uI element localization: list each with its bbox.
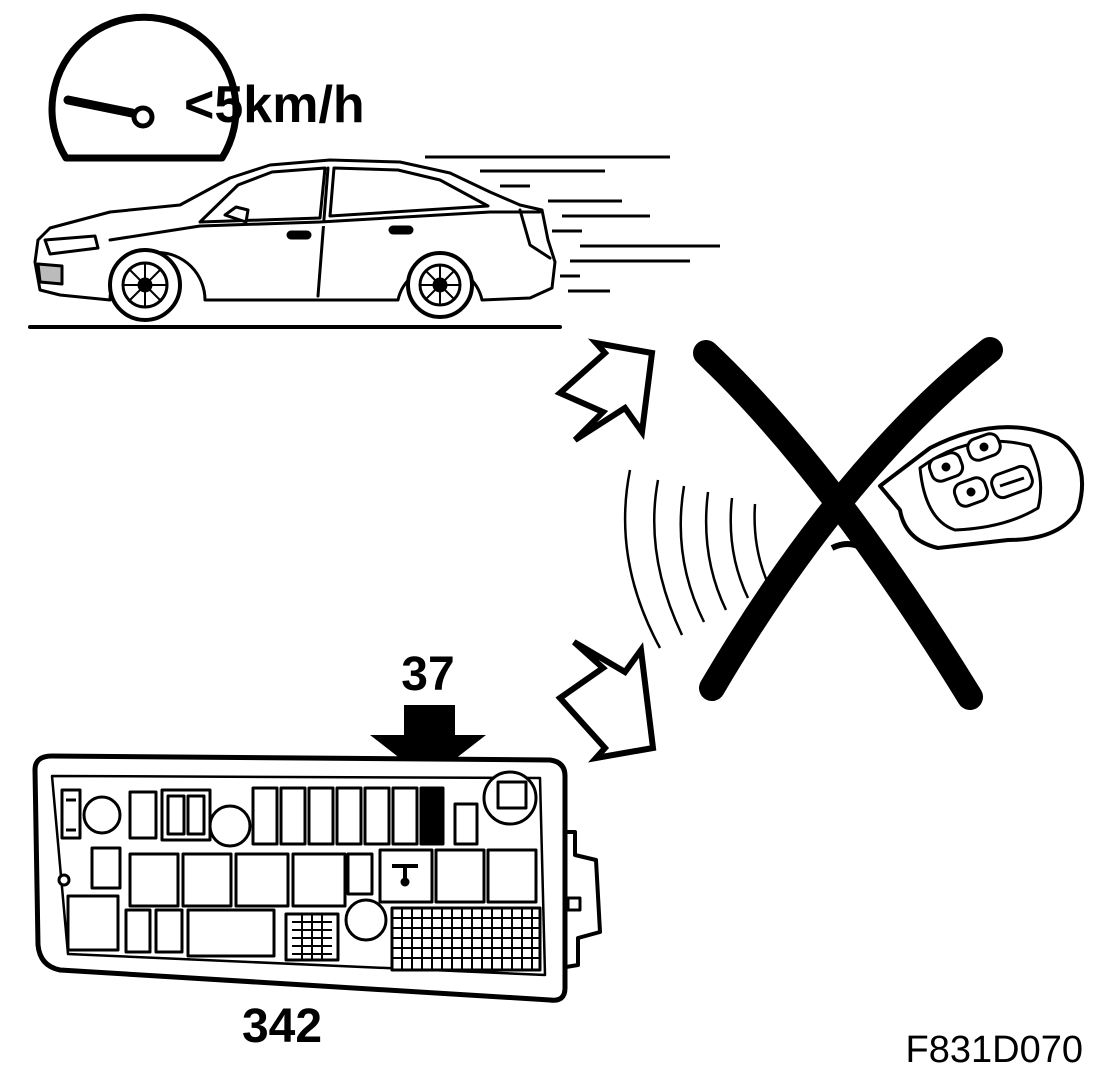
fuse-label: 37 <box>401 648 454 701</box>
unit-label: 342 <box>242 1000 322 1053</box>
fuse-box-icon <box>32 753 602 1003</box>
motion-lines <box>425 155 720 293</box>
cross-icon <box>693 337 1003 710</box>
figure-id: F831D070 <box>906 1029 1083 1071</box>
arrow-icon <box>555 639 657 763</box>
arrow-icon <box>554 338 656 443</box>
car-icon <box>28 158 562 329</box>
fuse-pointer-arrow <box>370 705 486 780</box>
speed-label: <5km/h <box>184 76 365 134</box>
speedometer-icon <box>48 13 240 162</box>
remote-key-icon <box>830 425 1085 551</box>
